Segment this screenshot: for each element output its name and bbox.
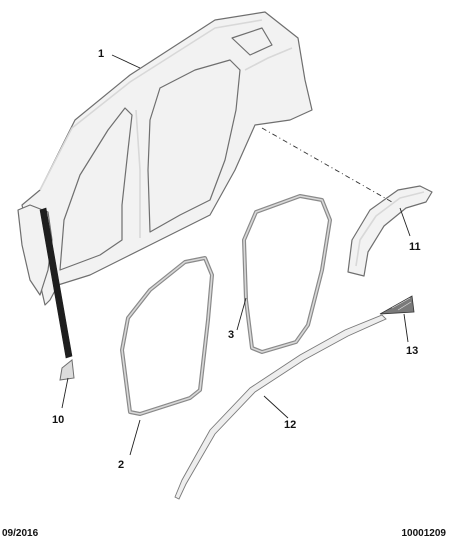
callout-3: 3 xyxy=(228,329,234,341)
callout-1: 1 xyxy=(98,48,104,60)
callout-13: 13 xyxy=(406,345,418,357)
callout-2: 2 xyxy=(118,459,124,471)
triangle-trim xyxy=(379,295,415,315)
sill-strip xyxy=(174,314,387,500)
assembly-dash-line xyxy=(261,127,393,203)
callout-10: 10 xyxy=(52,414,64,426)
a-pillar-trim xyxy=(39,207,75,381)
wheel-arch-trim xyxy=(347,185,433,277)
callout-11: 11 xyxy=(409,241,421,253)
body-side-panel xyxy=(17,11,313,306)
callout-12: 12 xyxy=(284,419,296,431)
rear-door-seal xyxy=(242,194,332,354)
front-door-seal xyxy=(120,256,214,416)
reference-number: 10001209 xyxy=(401,528,447,539)
leader-lines xyxy=(61,54,411,456)
date-stamp: 09/2016 xyxy=(2,528,39,539)
